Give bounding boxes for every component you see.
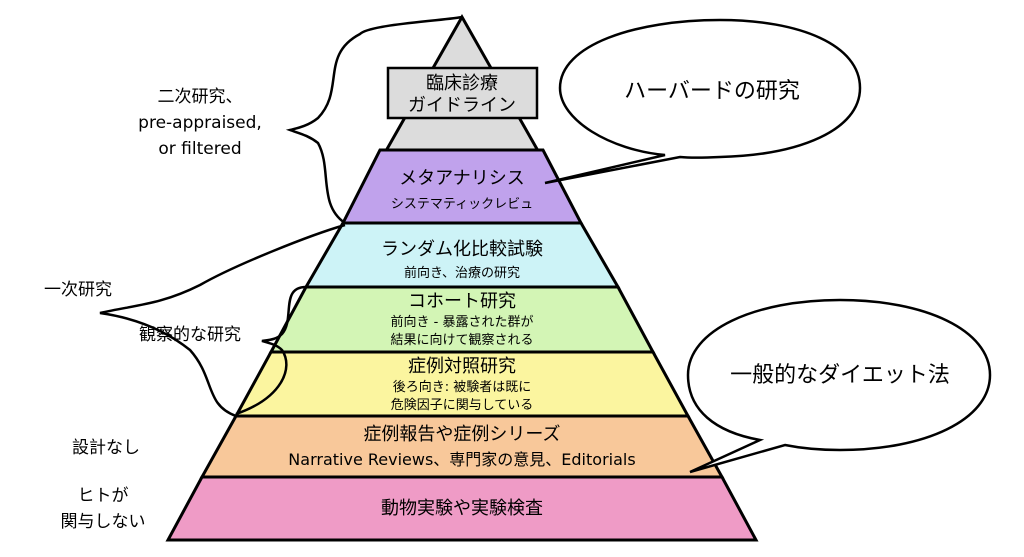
level-rct-title: ランダム化比較試験 [381,239,543,260]
level-case-control-title: 症例対照研究 [408,356,516,377]
level-case-series-sub: Narrative Reviews、専門家の意見、Editorials [288,450,635,469]
level-case-control-sub2: 危険因子に関与している [391,398,534,413]
no-human-label-line2: 関与しない [61,512,146,532]
level-animal-title: 動物実験や実験検査 [381,498,543,519]
level-cohort-title: コホート研究 [408,291,516,312]
level-meta-sub: システマティックレビュ [391,197,533,212]
guideline-title-line1: 臨床診療 [426,73,498,94]
harvard-bubble-text: ハーバードの研究 [624,79,800,104]
secondary-label-line3: or filtered [158,139,241,159]
level-case-series-title: 症例報告や症例シリーズ [363,424,560,445]
level-meta-title: メタアナリシス [399,168,525,189]
diet-speech-bubble [686,298,992,474]
harvard-speech-bubble [544,18,862,185]
diet-bubble-text: 一般的なダイエット法 [730,363,950,388]
primary-label: 一次研究 [44,280,112,300]
no-human-label-line1: ヒトが [78,486,129,506]
secondary-label-line2: pre-appraised, [138,113,262,133]
secondary-label-line1: 二次研究、 [158,87,243,107]
level-rct-sub: 前向き、治療の研究 [404,265,520,281]
level-cohort-sub2: 結果に向けて観察される [390,332,533,348]
primary-brace [99,223,346,418]
secondary-brace [285,15,463,225]
observational-label: 観察的な研究 [139,325,241,345]
level-animal [165,475,759,542]
level-cohort-sub1: 前向き - 暴露された群が [391,314,534,330]
observational-brace [235,285,307,416]
level-case-control-sub1: 後ろ向き: 被験者は既に [393,379,532,395]
guideline-box [386,66,539,120]
guideline-title-line2: ガイドライン [408,95,516,116]
no-design-label: 設計なし [72,438,140,458]
